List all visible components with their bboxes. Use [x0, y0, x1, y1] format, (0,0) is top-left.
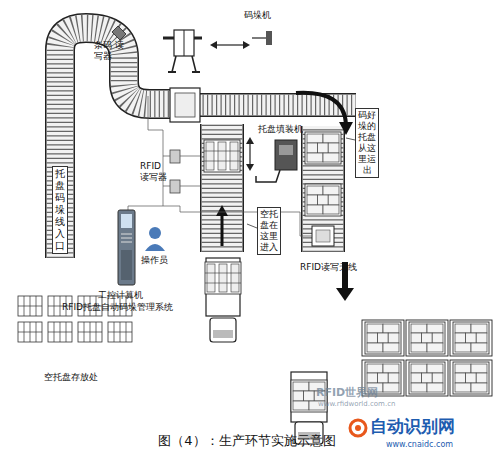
- callout-box: 空托盘在这里进入: [257, 207, 281, 255]
- system-label: RFID托盘自动码垛管理系统: [62, 302, 173, 313]
- filling-machine: [246, 137, 297, 182]
- callout-text: 码好垛的托盘从这里运出: [357, 110, 377, 176]
- figure-caption: 图（4）：生产环节实施示意图: [0, 432, 494, 450]
- callout-box: 码好垛的托盘从这里运出: [355, 108, 379, 178]
- device-label: RFID读写天线: [300, 262, 357, 273]
- person-label: 操作员: [141, 255, 168, 266]
- infeed-conveyor: [60, 28, 172, 258]
- top-conveyor: [198, 105, 356, 106]
- machine-label: 码垛机: [244, 10, 271, 21]
- palletizer-machine: [163, 30, 272, 72]
- device-label: 条码 读写器: [94, 40, 124, 62]
- system-label: 工控计算机: [98, 290, 143, 301]
- watermark-url: www.rfidworld.com.cn: [318, 400, 395, 409]
- computer-terminal: [118, 210, 135, 285]
- callout-box: 托盘码垛线入口: [52, 166, 68, 254]
- callout-text: 托盘码垛线入口: [54, 168, 66, 252]
- device-label: RFID 读写器: [140, 161, 170, 183]
- callout-text: 空托盘在这里进入: [259, 209, 279, 253]
- truck: [205, 258, 241, 342]
- watermark-text: 自动识别网: [370, 417, 455, 436]
- watermark-text: RFID世界网: [316, 386, 378, 399]
- watermark-url: www.cnaidc.com: [386, 440, 453, 450]
- area-label: 空托盘存放处: [44, 372, 98, 383]
- machine-label: 托盘填装机: [258, 124, 303, 135]
